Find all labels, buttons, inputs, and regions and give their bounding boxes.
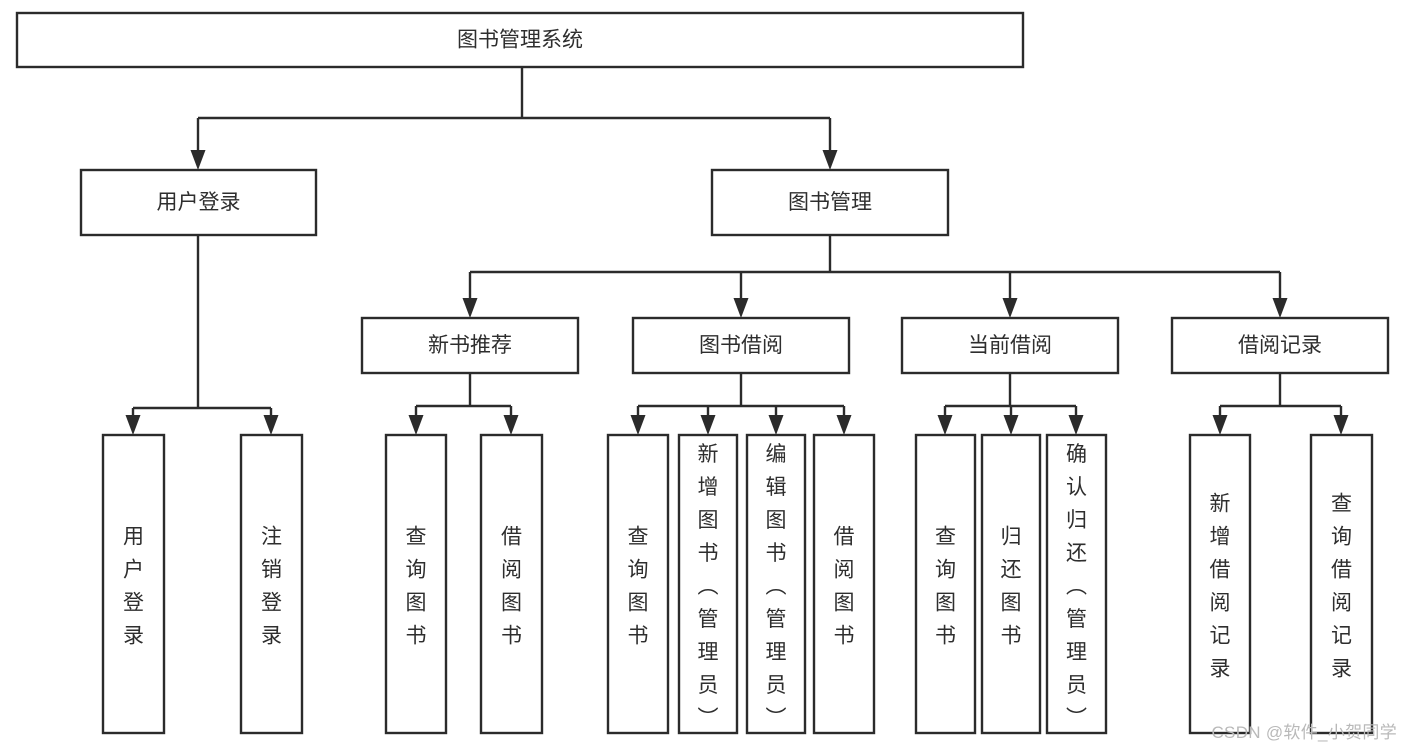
node-box[interactable] [745, 433, 807, 735]
arrow-head-icon [462, 298, 478, 318]
node-label: 查询图书 [935, 526, 956, 648]
connector-group-bookborrow-to-leaves [630, 373, 852, 435]
node-box[interactable] [812, 433, 876, 735]
node-leaf-query-book-cur[interactable]: 查询图书 [914, 433, 977, 735]
node-label: 确认归还︵管理员︶ [1066, 443, 1087, 730]
node-box[interactable] [631, 316, 851, 375]
node-leaf-edit-book[interactable]: 编辑图书︵管理员︶ [745, 433, 807, 735]
node-label: 图书管理系统 [457, 29, 583, 52]
node-label: 借阅记录 [1238, 334, 1322, 357]
arrow-head-icon [1272, 298, 1288, 318]
node-leaf-borrow-book-rec[interactable]: 借阅图书 [479, 433, 544, 735]
arrow-head-icon [1068, 415, 1084, 435]
node-box[interactable] [710, 168, 950, 237]
node-new-book-rec[interactable]: 新书推荐 [360, 316, 580, 375]
node-book-borrow[interactable]: 图书借阅 [631, 316, 851, 375]
node-leaf-logout[interactable]: 注销登录 [239, 433, 304, 735]
node-box[interactable] [360, 316, 580, 375]
connector-group-root-to-level2 [190, 67, 838, 170]
node-box[interactable] [900, 316, 1120, 375]
node-box[interactable] [1188, 433, 1252, 735]
node-box[interactable] [101, 433, 166, 735]
node-box[interactable] [384, 433, 448, 735]
node-current-borrow[interactable]: 当前借阅 [900, 316, 1120, 375]
node-leaf-add-book[interactable]: 新增图书︵管理员︶ [677, 433, 739, 735]
node-label: 查询图书 [628, 526, 649, 648]
arrow-head-icon [1212, 415, 1228, 435]
node-box[interactable] [1170, 316, 1390, 375]
node-box[interactable] [239, 433, 304, 735]
arrow-head-icon [836, 415, 852, 435]
node-label: 图书管理 [788, 191, 872, 214]
node-leaf-query-book-rec[interactable]: 查询图书 [384, 433, 448, 735]
node-box[interactable] [606, 433, 670, 735]
node-leaf-return-book[interactable]: 归还图书 [980, 433, 1042, 735]
node-book-manage[interactable]: 图书管理 [710, 168, 950, 237]
node-label: 查询图书 [406, 526, 427, 648]
node-label: 注销登录 [261, 526, 282, 648]
connector-group-bookmanage-to-level3 [462, 235, 1288, 318]
node-user-login[interactable]: 用户登录 [79, 168, 318, 237]
node-box[interactable] [980, 433, 1042, 735]
connector-layer [125, 67, 1349, 435]
arrow-head-icon [630, 415, 646, 435]
node-label: 新书推荐 [428, 334, 512, 357]
arrow-head-icon [125, 415, 141, 435]
connector-group-userlogin-to-leaves [125, 235, 279, 435]
arrow-head-icon [503, 415, 519, 435]
node-root[interactable]: 图书管理系统 [15, 11, 1025, 69]
node-leaf-add-record[interactable]: 新增借阅记录 [1188, 433, 1252, 735]
arrow-head-icon [1003, 415, 1019, 435]
node-label: 借阅图书 [834, 526, 855, 648]
arrow-head-icon [190, 150, 206, 170]
connector-group-newbook-to-leaves [408, 373, 519, 435]
arrow-head-icon [768, 415, 784, 435]
arrow-head-icon [733, 298, 749, 318]
node-leaf-query-book[interactable]: 查询图书 [606, 433, 670, 735]
node-box[interactable] [479, 433, 544, 735]
node-leaf-borrow-book[interactable]: 借阅图书 [812, 433, 876, 735]
node-label: 新增图书︵管理员︶ [698, 443, 719, 730]
node-label: 查询借阅记录 [1331, 493, 1352, 681]
node-label: 编辑图书︵管理员︶ [766, 443, 787, 730]
node-box[interactable] [1309, 433, 1374, 735]
node-box[interactable] [677, 433, 739, 735]
node-box[interactable] [79, 168, 318, 237]
node-layer: 图书管理系统用户登录图书管理新书推荐图书借阅当前借阅借阅记录用户登录注销登录查询… [15, 11, 1390, 735]
arrow-head-icon [822, 150, 838, 170]
arrow-head-icon [408, 415, 424, 435]
node-label: 借阅图书 [501, 526, 522, 648]
node-box[interactable] [15, 11, 1025, 69]
node-borrow-record[interactable]: 借阅记录 [1170, 316, 1390, 375]
node-label: 新增借阅记录 [1210, 493, 1231, 681]
node-leaf-user-login[interactable]: 用户登录 [101, 433, 166, 735]
node-box[interactable] [1045, 433, 1108, 735]
node-label: 归还图书 [1001, 526, 1022, 648]
arrow-head-icon [700, 415, 716, 435]
arrow-head-icon [263, 415, 279, 435]
node-leaf-query-record[interactable]: 查询借阅记录 [1309, 433, 1374, 735]
arrow-head-icon [937, 415, 953, 435]
node-label: 图书借阅 [699, 334, 783, 357]
node-label: 用户登录 [157, 191, 241, 214]
node-label: 当前借阅 [968, 334, 1052, 357]
arrow-head-icon [1333, 415, 1349, 435]
node-box[interactable] [914, 433, 977, 735]
arrow-head-icon [1002, 298, 1018, 318]
connector-group-currentborrow-to-leaves [937, 373, 1084, 435]
node-label: 用户登录 [123, 526, 144, 648]
connector-group-borrowrecord-to-leaves [1212, 373, 1349, 435]
node-leaf-confirm-return[interactable]: 确认归还︵管理员︶ [1045, 433, 1108, 735]
